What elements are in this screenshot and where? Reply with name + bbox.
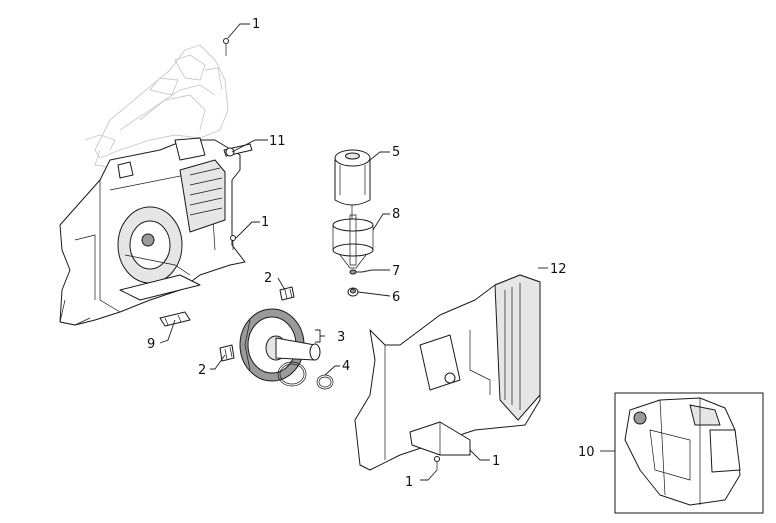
shaft-part-11 <box>223 143 253 157</box>
motor <box>334 149 371 228</box>
callout-1-right: 1 <box>492 454 500 469</box>
callout-2-lower: 2 <box>198 363 206 378</box>
callout-2-upper: 2 <box>264 271 272 286</box>
screw-top <box>223 38 229 56</box>
bushing <box>347 287 359 297</box>
callout-1-bottom: 1 <box>405 475 413 490</box>
washer <box>349 269 357 275</box>
left-frame-housing <box>59 137 246 326</box>
clip-upper <box>279 286 295 301</box>
ghost-upper-assembly <box>84 44 229 169</box>
callout-labels: 1 11 1 2 9 2 3 4 5 8 7 6 12 1 1 10 <box>147 17 595 490</box>
gear-assembly <box>239 308 321 387</box>
callout-1-top: 1 <box>252 17 260 32</box>
callout-7: 7 <box>392 264 400 279</box>
callout-6: 6 <box>392 290 400 305</box>
callout-3: 3 <box>337 330 345 345</box>
callout-10: 10 <box>578 445 595 460</box>
callout-5: 5 <box>392 145 400 160</box>
inset-assembly-box <box>614 392 764 514</box>
screw-middle <box>230 235 236 250</box>
clip-9 <box>159 311 191 327</box>
callout-leaders <box>159 23 615 481</box>
callout-1-middle: 1 <box>261 215 269 230</box>
callout-12: 12 <box>550 262 567 277</box>
callout-8: 8 <box>392 207 400 222</box>
callout-9: 9 <box>147 337 155 352</box>
screw-bottom <box>434 456 440 470</box>
callout-11: 11 <box>269 134 286 149</box>
o-ring <box>316 374 334 390</box>
right-housing <box>354 274 541 471</box>
worm-gear <box>332 214 374 269</box>
callout-4: 4 <box>342 359 350 374</box>
